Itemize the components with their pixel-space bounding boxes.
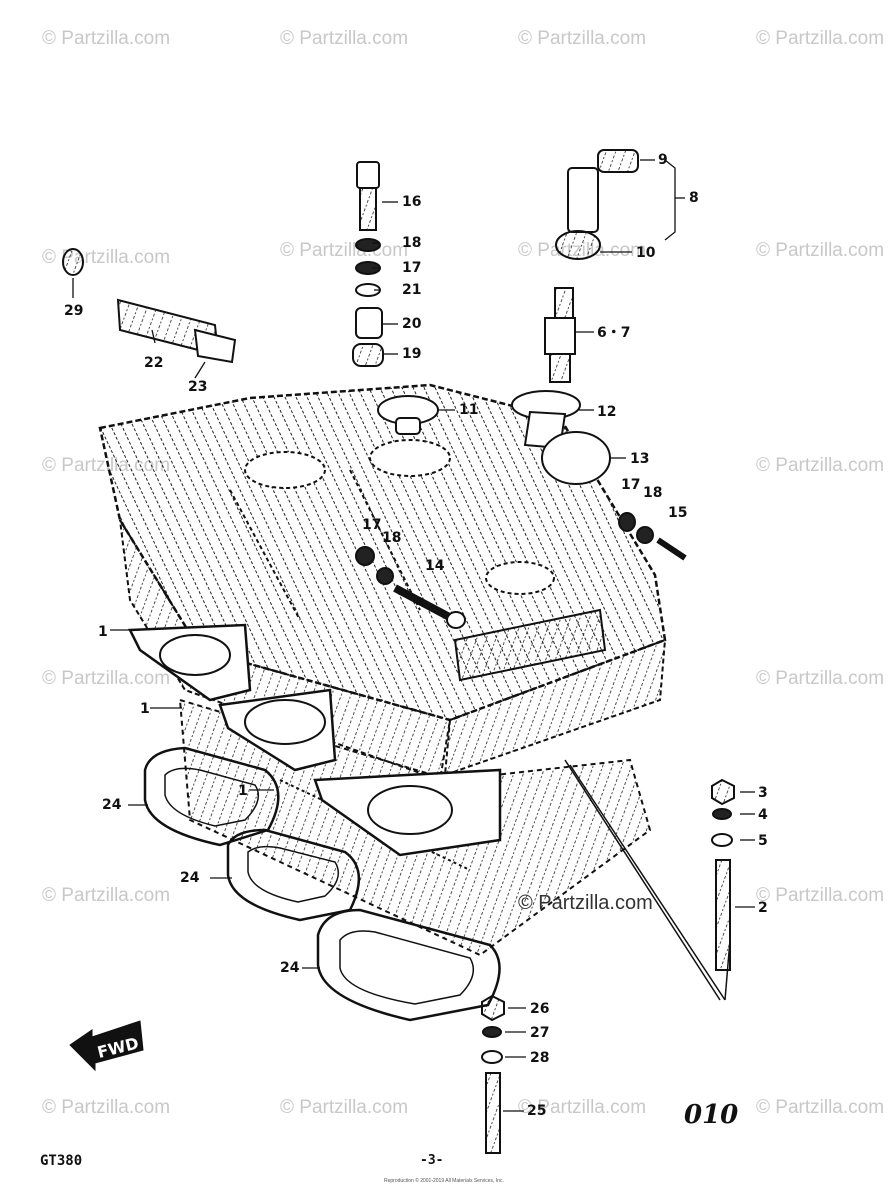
callout-8: 8 bbox=[689, 190, 699, 206]
callout-23: 23 bbox=[188, 379, 208, 395]
watermark: © Partzilla.com bbox=[756, 240, 885, 261]
watermark: © Partzilla.com bbox=[280, 28, 409, 49]
callout-24: 24 bbox=[280, 960, 300, 976]
callout-18: 18 bbox=[382, 530, 402, 546]
watermark: © Partzilla.com bbox=[756, 668, 885, 689]
callout-17: 17 bbox=[402, 260, 422, 276]
watermark: © Partzilla.com bbox=[756, 885, 885, 906]
watermark: © Partzilla.com bbox=[42, 1097, 171, 1118]
watermark: © Partzilla.com bbox=[756, 28, 885, 49]
callout-1: 1 bbox=[140, 701, 150, 717]
callout-1: 1 bbox=[98, 624, 108, 640]
callout-17: 17 bbox=[621, 477, 641, 493]
watermark: © Partzilla.com bbox=[42, 885, 171, 906]
leader-lines bbox=[72, 159, 755, 1112]
watermark: © Partzilla.com bbox=[756, 1097, 885, 1118]
callout-12: 12 bbox=[597, 404, 617, 420]
callout-29: 29 bbox=[64, 303, 84, 319]
model-label: GT380 bbox=[40, 1153, 83, 1169]
page-number: -3- bbox=[420, 1153, 444, 1168]
callout-9: 9 bbox=[658, 152, 668, 168]
callout-22: 22 bbox=[144, 355, 164, 371]
studs-lower bbox=[481, 778, 735, 1154]
callout-25: 25 bbox=[527, 1103, 547, 1119]
fwd-arrow: FWD bbox=[69, 1020, 144, 1072]
callout-11: 11 bbox=[459, 402, 479, 418]
callout-20: 20 bbox=[402, 316, 422, 332]
watermark: © Partzilla.com bbox=[756, 455, 885, 476]
callout-27: 27 bbox=[530, 1025, 550, 1041]
callout-15: 15 bbox=[668, 505, 688, 521]
callout-17: 17 bbox=[362, 517, 382, 533]
callout-18: 18 bbox=[643, 485, 663, 501]
callout-3: 3 bbox=[758, 785, 768, 801]
callout-28: 28 bbox=[530, 1050, 550, 1066]
watermark: © Partzilla.com bbox=[518, 28, 647, 49]
callout-24: 24 bbox=[102, 797, 122, 813]
watermark: © Partzilla.com bbox=[42, 28, 171, 49]
callout-1: 1 bbox=[238, 783, 248, 799]
copyright-notice: Reproduction © 2001-2019 All Materials S… bbox=[384, 1178, 504, 1184]
watermark: © Partzilla.com bbox=[280, 1097, 409, 1118]
cylinder-base-gaskets bbox=[143, 746, 501, 1022]
callout-6-7: 6・7 bbox=[597, 325, 631, 341]
callout-26: 26 bbox=[530, 1001, 550, 1017]
callout-13: 13 bbox=[630, 451, 650, 467]
watermark: © Partzilla.com bbox=[42, 668, 171, 689]
head-gaskets bbox=[128, 623, 502, 857]
callout-14: 14 bbox=[425, 558, 445, 574]
callout-5: 5 bbox=[758, 833, 768, 849]
center-watermark: © Partzilla.com bbox=[518, 892, 653, 914]
callout-10: 10 bbox=[636, 245, 656, 261]
callout-16: 16 bbox=[402, 194, 422, 210]
callout-4: 4 bbox=[758, 807, 768, 823]
callout-19: 19 bbox=[402, 346, 422, 362]
fasteners-top bbox=[62, 149, 687, 629]
callout-21: 21 bbox=[402, 282, 422, 298]
callout-24: 24 bbox=[180, 870, 200, 886]
callout-18: 18 bbox=[402, 235, 422, 251]
callout-2: 2 bbox=[758, 900, 768, 916]
diagram-code: 010 bbox=[684, 1100, 739, 1130]
watermark: © Partzilla.com bbox=[518, 1097, 647, 1118]
